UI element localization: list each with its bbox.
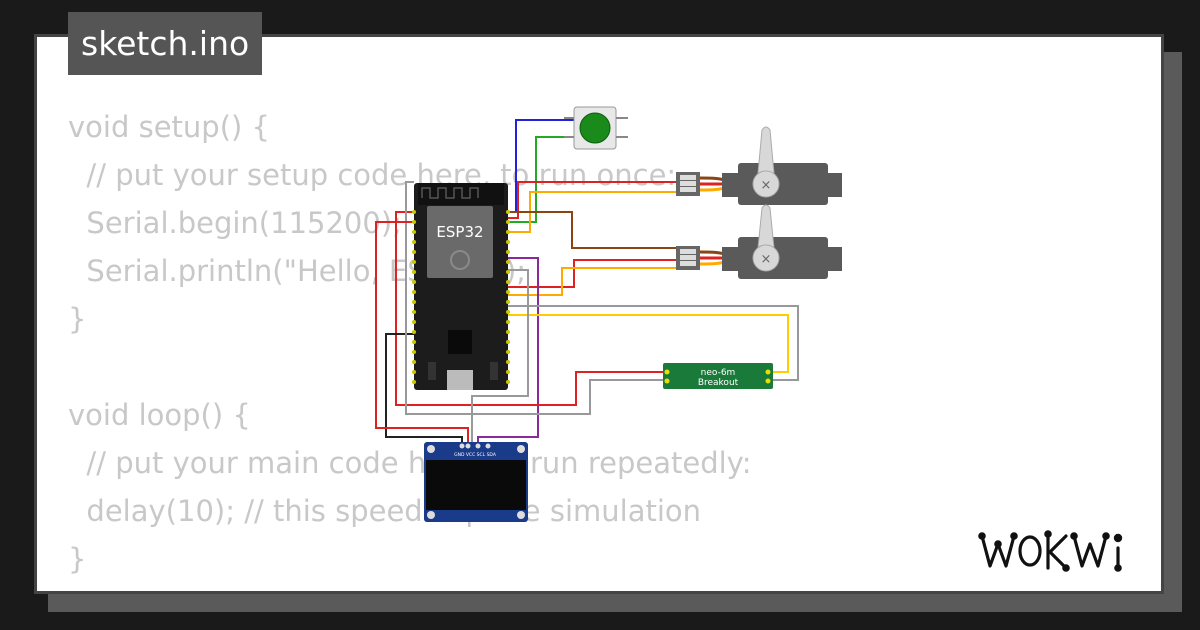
gps-label-2: Breakout	[698, 378, 739, 388]
esp32-pins-right	[506, 210, 510, 384]
wire-green	[508, 136, 578, 223]
wire-yellow-gps	[508, 314, 789, 373]
svg-text:×: ×	[761, 252, 772, 267]
wire-purple-oled	[477, 257, 539, 446]
esp32-board[interactable]: ESP32	[412, 183, 510, 390]
gps-label-1: neo-6m	[701, 368, 736, 378]
wire-red-oled	[375, 221, 469, 446]
wire-red-servo1	[508, 181, 676, 219]
wokwi-logo	[978, 526, 1153, 585]
wire-gray-oled	[471, 269, 529, 446]
code-line: void setup() {	[68, 110, 270, 144]
code-line: }	[68, 302, 87, 336]
wokwi-logo-mark	[978, 530, 1123, 572]
wire-red-servo2	[508, 259, 676, 288]
servo-motor-1[interactable]: ×	[676, 126, 842, 205]
wires	[375, 119, 799, 446]
svg-text:×: ×	[761, 178, 772, 193]
servo-motor-2[interactable]: ×	[676, 204, 842, 279]
wire-orange-servo2	[508, 267, 676, 296]
oled-pin-labels: GND VCC SCL SDA	[454, 452, 497, 458]
wire-black-oled	[385, 333, 463, 446]
pushbutton[interactable]	[564, 106, 628, 150]
wire-gray-gps-2	[405, 181, 666, 415]
wire-gray-gps	[508, 305, 799, 381]
wire-red-gps	[395, 211, 666, 406]
button-cap[interactable]	[579, 112, 611, 144]
code-line: }	[68, 542, 87, 576]
wire-brown-servo2	[508, 211, 676, 249]
code-line: delay(10); // this speeds up the simulat…	[68, 494, 702, 528]
esp32-label: ESP32	[436, 223, 483, 241]
code-line: Serial.begin(115200);	[68, 206, 402, 240]
oled-display[interactable]: GND VCC SCL SDA	[424, 442, 528, 522]
file-tab[interactable]: sketch.ino	[68, 12, 263, 75]
gps-module[interactable]: neo-6m Breakout	[663, 363, 773, 389]
esp32-pins-left	[412, 210, 416, 384]
code-line: void loop() {	[68, 398, 251, 432]
